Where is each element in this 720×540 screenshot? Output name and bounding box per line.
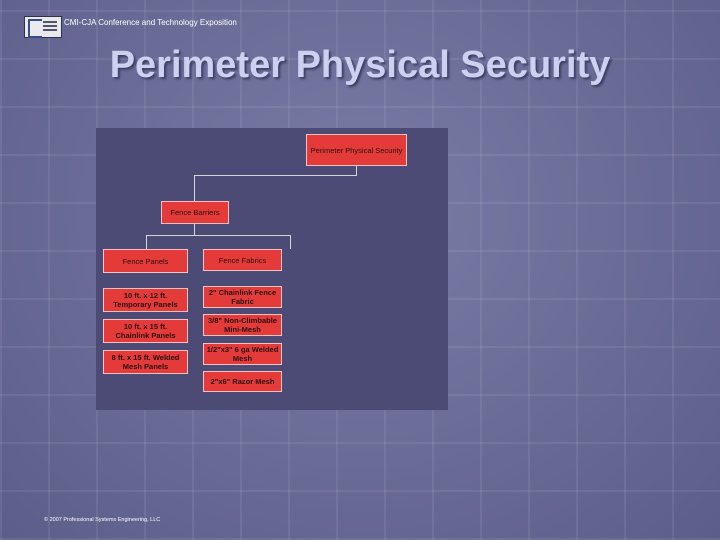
copyright-footer: © 2007 Professional Systems Engineering,… [44,517,161,523]
node-fence-panels: Fence Panels [103,249,188,273]
node-fabric: 1/2"x3" 6 ga Welded Mesh [203,343,282,365]
node-fence-fabrics: Fence Fabrics [203,249,282,271]
node-fabric: 3/8" Non-Climbable Mini-Mesh [203,314,282,336]
company-logo [24,16,62,38]
node-fabric: 2"x6" Razor Mesh [203,371,282,392]
node-panel: 10 ft. x 12 ft. Temporary Panels [103,288,188,312]
connector [194,175,195,201]
node-panel: 8 ft. x 15 ft. Welded Mesh Panels [103,350,188,374]
node-panel: 10 ft. x 15 ft. Chainlink Panels [103,319,188,343]
slide-title: Perimeter Physical Security [109,44,611,86]
diagram-panel: Perimeter Physical Security Fence Barrie… [96,128,448,410]
connector [290,235,291,249]
node-root: Perimeter Physical Security [306,134,407,166]
conference-name: CMI-CJA Conference and Technology Exposi… [64,18,237,27]
connector [194,175,357,176]
connector [194,224,195,236]
node-fabric: 2" Chainlink Fence Fabric [203,286,282,308]
node-fence-barriers: Fence Barriers [161,201,229,224]
connector [146,235,147,249]
connector [146,235,291,236]
connector [356,166,357,176]
